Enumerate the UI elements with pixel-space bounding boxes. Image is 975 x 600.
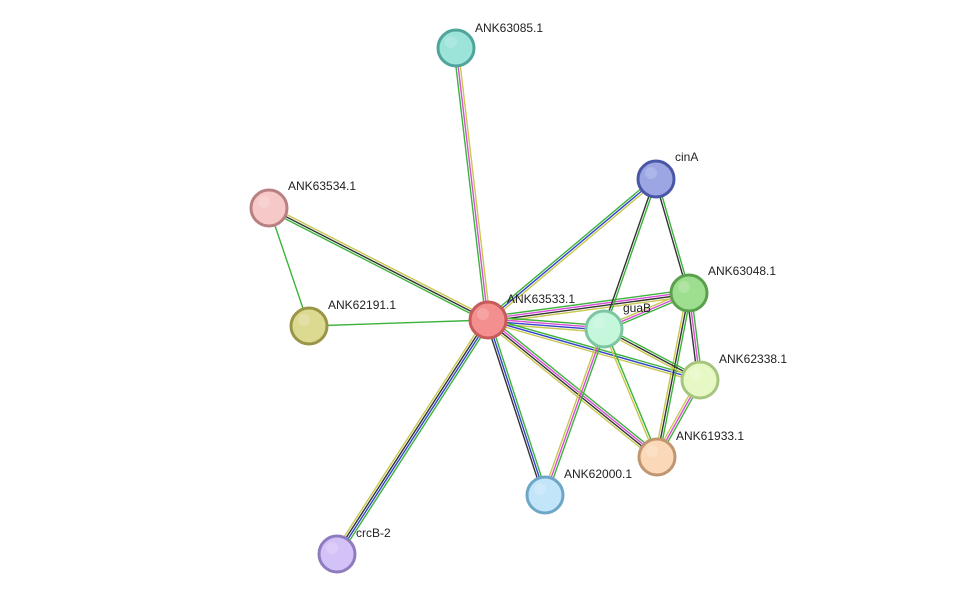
edge-evidence-line [308, 319, 489, 327]
node-ank63534-1[interactable] [249, 188, 289, 228]
edge-cina-guab[interactable] [602, 178, 658, 330]
edge-evidence-line [457, 47, 491, 320]
node-label-ank63048-1: ANK63048.1 [708, 264, 776, 278]
edge-evidence-line [656, 178, 691, 293]
edge-evidence-line [489, 319, 548, 495]
edge-evidence-line [488, 318, 659, 457]
node-guab[interactable] [584, 309, 624, 349]
edge-evidence-line [604, 179, 658, 330]
edge-ank63533-1-crcb-2[interactable] [333, 317, 492, 557]
edge-evidence-line [487, 319, 546, 496]
node-ank62000-1[interactable] [525, 475, 565, 515]
node-ank62338-1[interactable] [680, 360, 720, 400]
edge-evidence-line [268, 207, 489, 321]
edge-evidence-line [656, 292, 690, 458]
node-highlight [678, 281, 690, 293]
node-ank63085-1[interactable] [436, 28, 476, 68]
node-label-ank62338-1: ANK62338.1 [719, 352, 787, 366]
node-highlight [326, 542, 338, 554]
labels-layer: ANK63533.1 ANK63085.1 cinA ANK63534.1ANK630… [288, 21, 787, 540]
edge-guab-ank61933-1[interactable] [602, 328, 659, 458]
node-highlight [645, 167, 657, 179]
edge-evidence-line [269, 205, 490, 319]
edge-ank63533-1-ank63085-1[interactable] [453, 47, 491, 321]
edge-evidence-line [488, 316, 605, 327]
node-highlight [477, 308, 489, 320]
edge-evidence-line [337, 320, 490, 555]
edge-evidence-line [268, 207, 310, 327]
node-label-ank61933-1: ANK61933.1 [676, 429, 744, 443]
node-label-guab: guaB [623, 301, 651, 315]
node-ank63533-1[interactable] [468, 300, 508, 340]
edge-evidence-line [604, 328, 659, 457]
node-label-ank63534-1: ANK63534.1 [288, 179, 356, 193]
edge-evidence-line [267, 209, 488, 323]
edge-evidence-line [489, 316, 660, 455]
nodes-layer [249, 28, 720, 574]
edge-evidence-line [602, 329, 657, 458]
node-highlight [646, 445, 658, 457]
node-ank62191-1[interactable] [289, 306, 329, 346]
node-label-ank62191-1: ANK62191.1 [328, 298, 396, 312]
edge-evidence-line [339, 321, 492, 557]
node-label-ank63533-1: ANK63533.1 [507, 292, 575, 306]
edge-evidence-line [333, 317, 486, 553]
edge-evidence-line [602, 178, 656, 329]
edge-ank63533-1-ank62191-1[interactable] [308, 319, 489, 327]
edge-evidence-line [487, 289, 689, 318]
edge-ank63533-1-ank62000-1[interactable] [485, 319, 548, 496]
node-label-crcb-2: crcB-2 [356, 526, 391, 540]
node-highlight [593, 317, 605, 329]
node-highlight [689, 368, 701, 380]
node-ank61933-1[interactable] [637, 437, 677, 477]
node-highlight [445, 36, 457, 48]
node-highlight [298, 314, 310, 326]
edge-evidence-line [488, 180, 658, 323]
edge-evidence-line [486, 176, 656, 319]
node-highlight [258, 196, 270, 208]
edge-cina-ank63048-1[interactable] [654, 178, 691, 294]
edge-evidence-line [487, 178, 657, 321]
edge-ank63534-1-ank62191-1[interactable] [268, 207, 310, 327]
edge-ank63533-1-cina[interactable] [486, 176, 658, 323]
node-cina[interactable] [636, 159, 676, 199]
node-crcb-2[interactable] [317, 534, 357, 574]
edge-evidence-line [658, 293, 692, 458]
edge-evidence-line [487, 291, 689, 320]
node-highlight [534, 483, 546, 495]
edge-evidence-line [654, 179, 689, 294]
edge-evidence-line [485, 320, 544, 496]
edge-evidence-line [335, 319, 488, 554]
edge-evidence-line [455, 47, 489, 321]
edge-evidence-line [542, 328, 603, 495]
node-label-ank63085-1: ANK63085.1 [475, 21, 543, 35]
edge-evidence-line [544, 328, 605, 496]
edge-evidence-line [486, 320, 657, 459]
node-label-ank62000-1: ANK62000.1 [564, 467, 632, 481]
edge-ank63048-1-ank61933-1[interactable] [654, 292, 692, 458]
edge-evidence-line [546, 329, 607, 496]
edge-ank63533-1-ank61933-1[interactable] [485, 316, 660, 461]
node-label-cina: cinA [675, 150, 698, 164]
edge-evidence-line [453, 48, 487, 321]
edge-guab-ank62000-1[interactable] [542, 328, 607, 496]
edge-evidence-line [485, 322, 656, 461]
edge-evidence-line [488, 293, 690, 322]
node-ank63048-1[interactable] [669, 273, 709, 313]
edge-evidence-line [654, 292, 688, 457]
edge-ank63533-1-ank63534-1[interactable] [267, 205, 490, 323]
